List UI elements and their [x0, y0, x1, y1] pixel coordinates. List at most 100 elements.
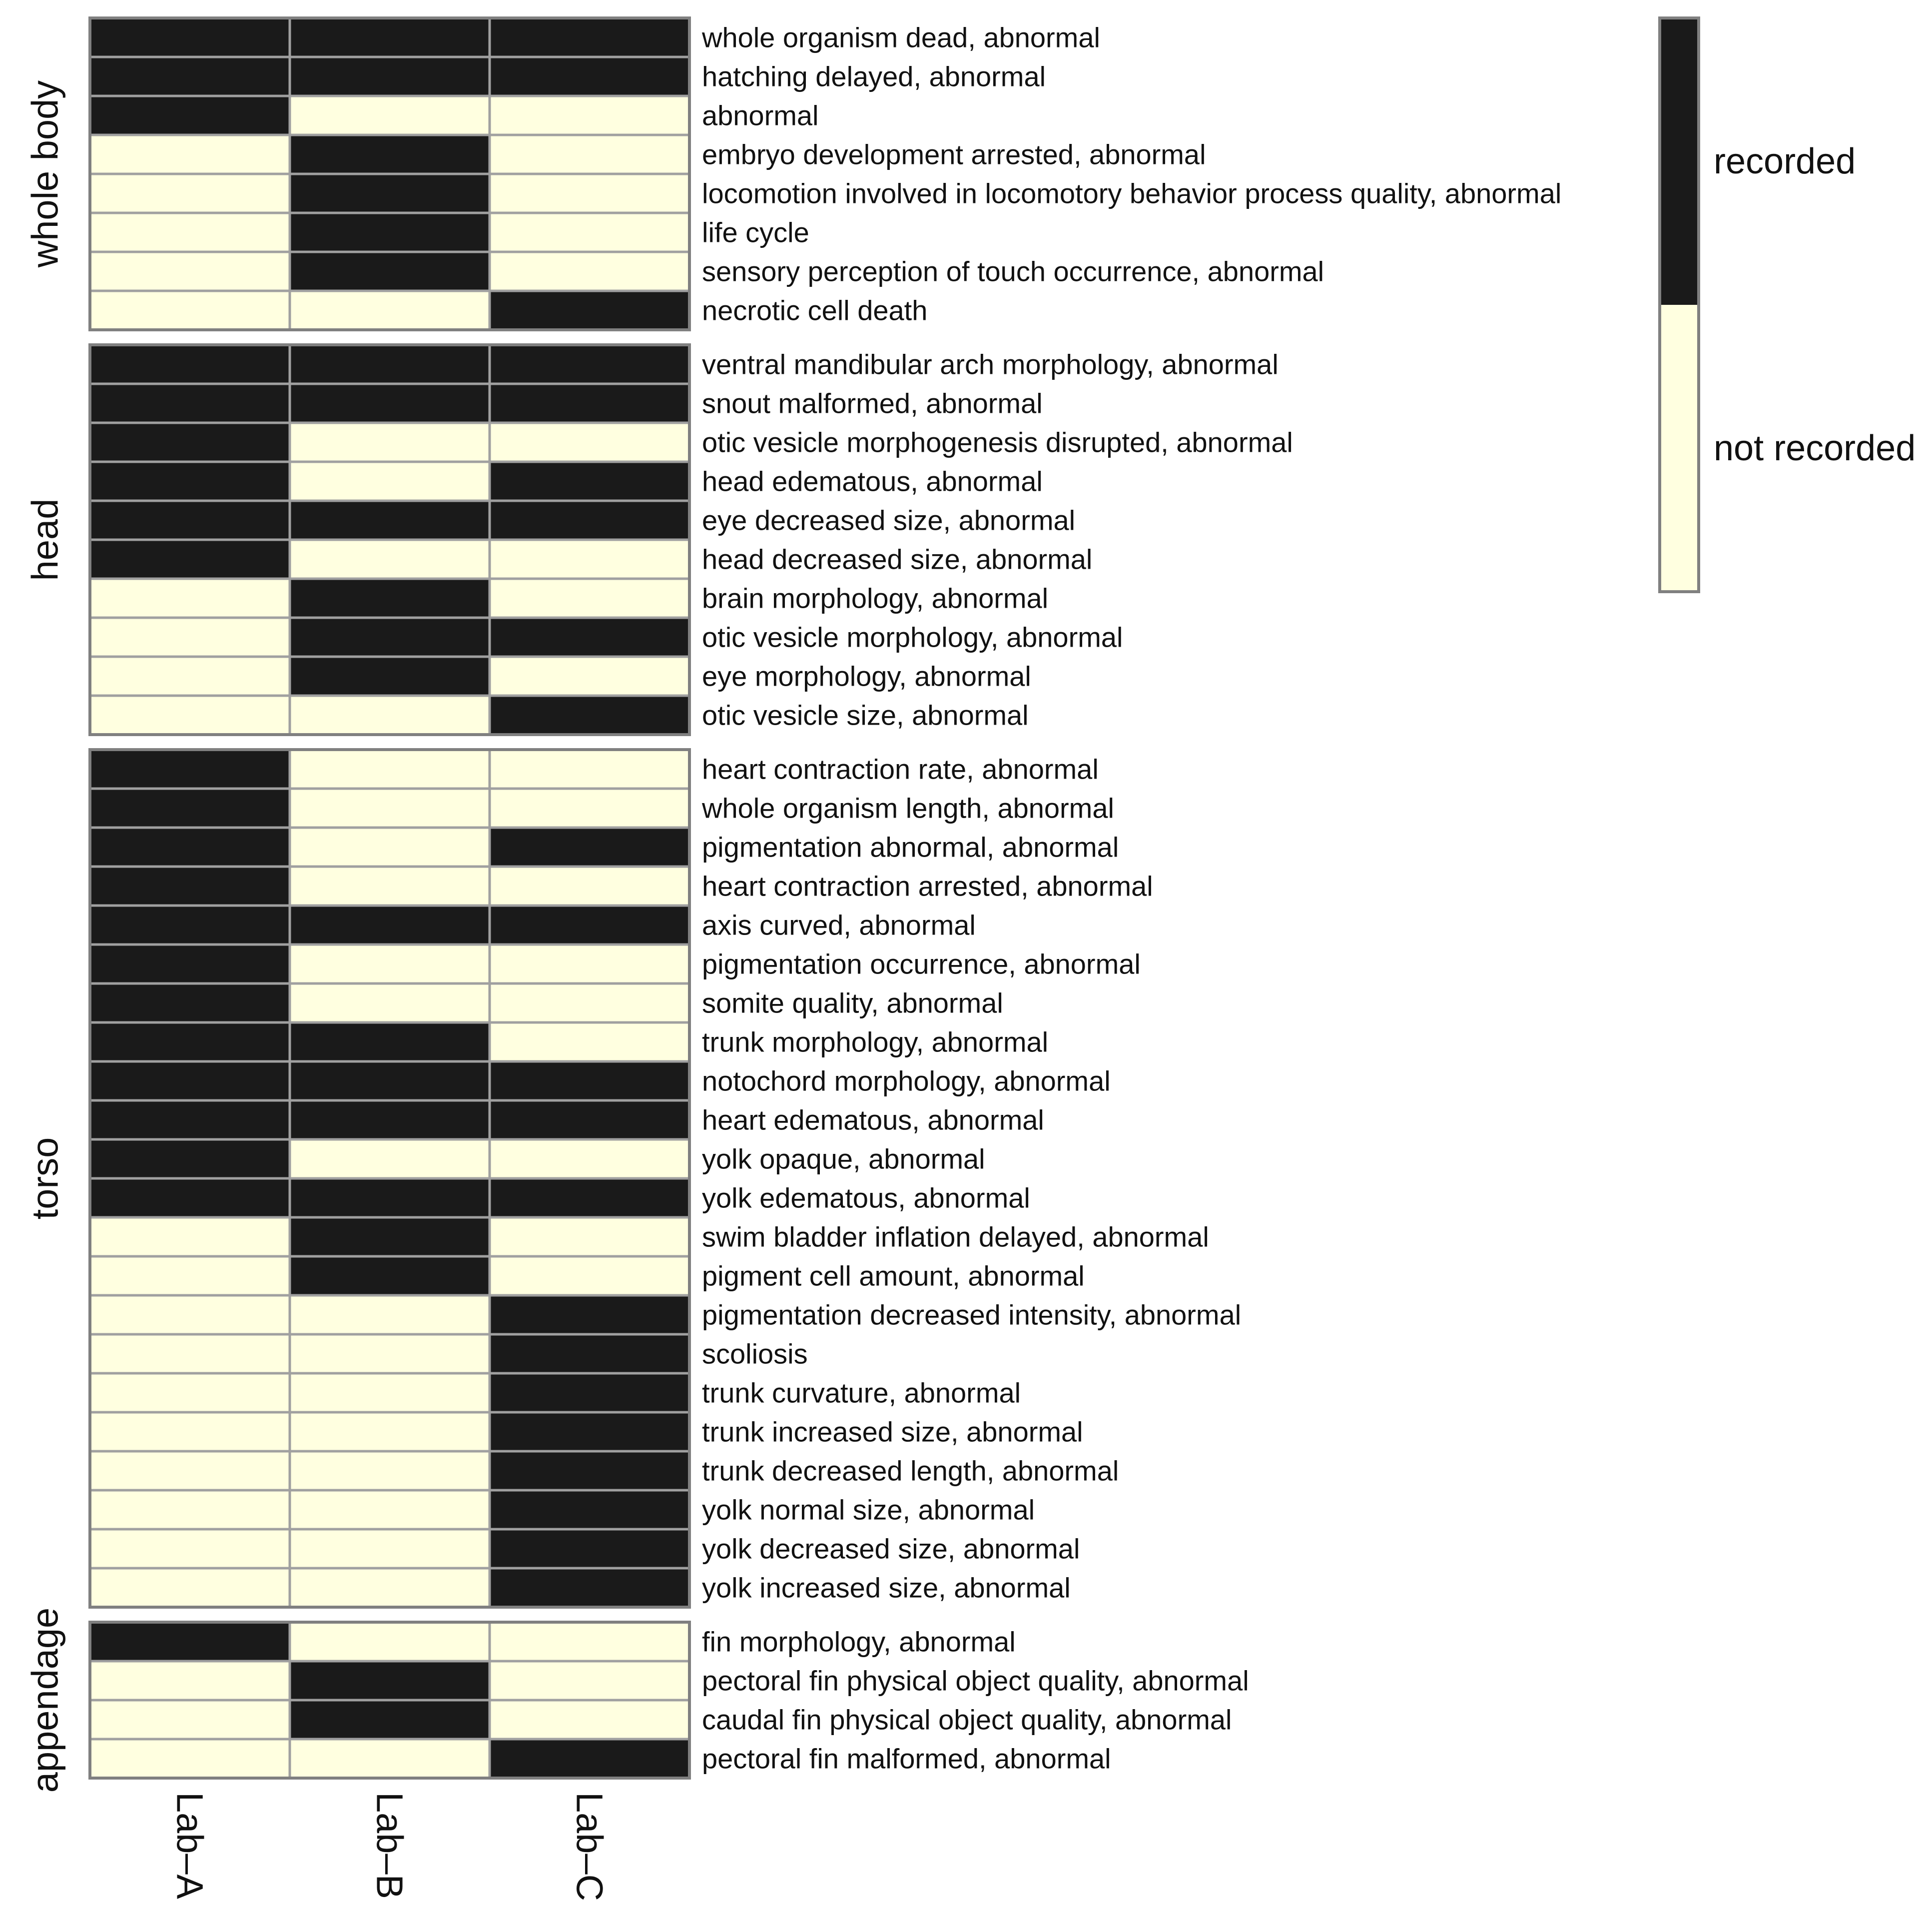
- heatmap-cell: [488, 460, 691, 502]
- heatmap-cell: [88, 1333, 291, 1375]
- heatmap-cell: [288, 172, 491, 214]
- heatmap-cell: [488, 1411, 691, 1453]
- heatmap-cell: [88, 1567, 291, 1609]
- row-label: snout malformed, abnormal: [702, 388, 1043, 419]
- row-label: swim bladder inflation delayed, abnormal: [702, 1221, 1209, 1253]
- group-label: torso: [24, 1137, 66, 1220]
- heatmap-cell: [288, 289, 491, 331]
- heatmap-cell: [88, 94, 291, 136]
- heatmap-cell: [488, 94, 691, 136]
- heatmap-cell: [88, 748, 291, 790]
- heatmap-cell: [88, 250, 291, 292]
- heatmap-cell: [488, 787, 691, 829]
- row-label: axis curved, abnormal: [702, 910, 976, 941]
- heatmap-cell: [288, 460, 491, 502]
- row-label: fin morphology, abnormal: [702, 1626, 1016, 1658]
- heatmap-cell: [288, 1372, 491, 1414]
- heatmap-cell: [288, 1216, 491, 1258]
- heatmap-cell: [488, 655, 691, 697]
- heatmap-cell: [488, 1099, 691, 1141]
- heatmap-cell: [488, 499, 691, 541]
- row-label: trunk morphology, abnormal: [702, 1026, 1048, 1058]
- group-border: [88, 748, 691, 1609]
- heatmap-cell: [488, 982, 691, 1024]
- heatmap-cell: [88, 1621, 291, 1663]
- heatmap-cell: [88, 1738, 291, 1780]
- heatmap-cell: [88, 211, 291, 253]
- heatmap-cell: [488, 55, 691, 97]
- heatmap-cell: [288, 421, 491, 463]
- row-label: pectoral fin physical object quality, ab…: [702, 1665, 1249, 1697]
- heatmap-cell: [488, 343, 691, 385]
- row-label: trunk curvature, abnormal: [702, 1377, 1021, 1409]
- row-label: yolk edematous, abnormal: [702, 1182, 1030, 1214]
- heatmap-cell: [488, 289, 691, 331]
- legend-border: [1658, 16, 1700, 593]
- heatmap-cell: [288, 1411, 491, 1453]
- heatmap-cell: [288, 499, 491, 541]
- heatmap-cell: [88, 343, 291, 385]
- heatmap-cell: [88, 982, 291, 1024]
- heatmap-cell: [88, 421, 291, 463]
- heatmap-cell: [488, 1489, 691, 1531]
- heatmap-cell: [288, 94, 491, 136]
- heatmap-cell: [88, 1372, 291, 1414]
- heatmap-cell: [488, 826, 691, 868]
- heatmap-cell: [88, 382, 291, 424]
- heatmap-cell: [88, 1411, 291, 1453]
- heatmap-cell: [488, 1528, 691, 1570]
- heatmap-cell: [88, 1177, 291, 1219]
- row-label: pigmentation abnormal, abnormal: [702, 832, 1119, 863]
- group-label: appendage: [24, 1608, 66, 1793]
- column-label: Lab–B: [369, 1792, 411, 1899]
- heatmap-cell: [288, 616, 491, 658]
- row-label: yolk normal size, abnormal: [702, 1494, 1035, 1526]
- heatmap-cell: [288, 1489, 491, 1531]
- legend-swatch-recorded: [1660, 18, 1699, 305]
- heatmap-cell: [88, 1138, 291, 1180]
- heatmap-cell: [88, 1216, 291, 1258]
- heatmap-cell: [488, 1567, 691, 1609]
- heatmap-cell: [88, 787, 291, 829]
- heatmap-cell: [488, 421, 691, 463]
- row-label: otic vesicle size, abnormal: [702, 700, 1029, 731]
- column-label: Lab–C: [569, 1792, 611, 1901]
- heatmap-cell: [288, 1294, 491, 1336]
- heatmap-cell: [88, 865, 291, 907]
- heatmap-cell: [288, 1255, 491, 1297]
- column-label: Lab–A: [169, 1792, 211, 1900]
- heatmap-cell: [88, 943, 291, 985]
- heatmap-cell: [288, 1660, 491, 1702]
- heatmap-cell: [288, 748, 491, 790]
- row-label: otic vesicle morphogenesis disrupted, ab…: [702, 427, 1293, 458]
- heatmap-cell: [488, 694, 691, 736]
- row-label: heart contraction rate, abnormal: [702, 754, 1099, 785]
- row-label: trunk increased size, abnormal: [702, 1416, 1083, 1448]
- heatmap-cell: [288, 382, 491, 424]
- heatmap-cell: [88, 289, 291, 331]
- row-label: scoliosis: [702, 1338, 808, 1370]
- heatmap-cell: [288, 211, 491, 253]
- heatmap-cell: [88, 904, 291, 946]
- heatmap-cell: [288, 982, 491, 1024]
- row-label: yolk decreased size, abnormal: [702, 1533, 1080, 1565]
- heatmap-cell: [88, 1489, 291, 1531]
- heatmap-cell: [488, 211, 691, 253]
- legend-label: not recorded: [1714, 428, 1916, 468]
- heatmap-cell: [288, 1060, 491, 1102]
- heatmap-cell: [488, 943, 691, 985]
- heatmap-cell: [488, 16, 691, 58]
- heatmap-cell: [488, 250, 691, 292]
- row-label: heart contraction arrested, abnormal: [702, 871, 1153, 902]
- heatmap-cell: [288, 655, 491, 697]
- heatmap-cell: [288, 1177, 491, 1219]
- legend-label: recorded: [1714, 141, 1856, 181]
- heatmap-cell: [488, 1621, 691, 1663]
- row-label: ventral mandibular arch morphology, abno…: [702, 349, 1279, 380]
- heatmap-cell: [88, 577, 291, 619]
- heatmap-cell: [488, 1021, 691, 1063]
- heatmap-cell: [488, 865, 691, 907]
- row-label: pigment cell amount, abnormal: [702, 1260, 1085, 1292]
- heatmap-cell: [88, 1060, 291, 1102]
- heatmap-cell: [288, 1699, 491, 1741]
